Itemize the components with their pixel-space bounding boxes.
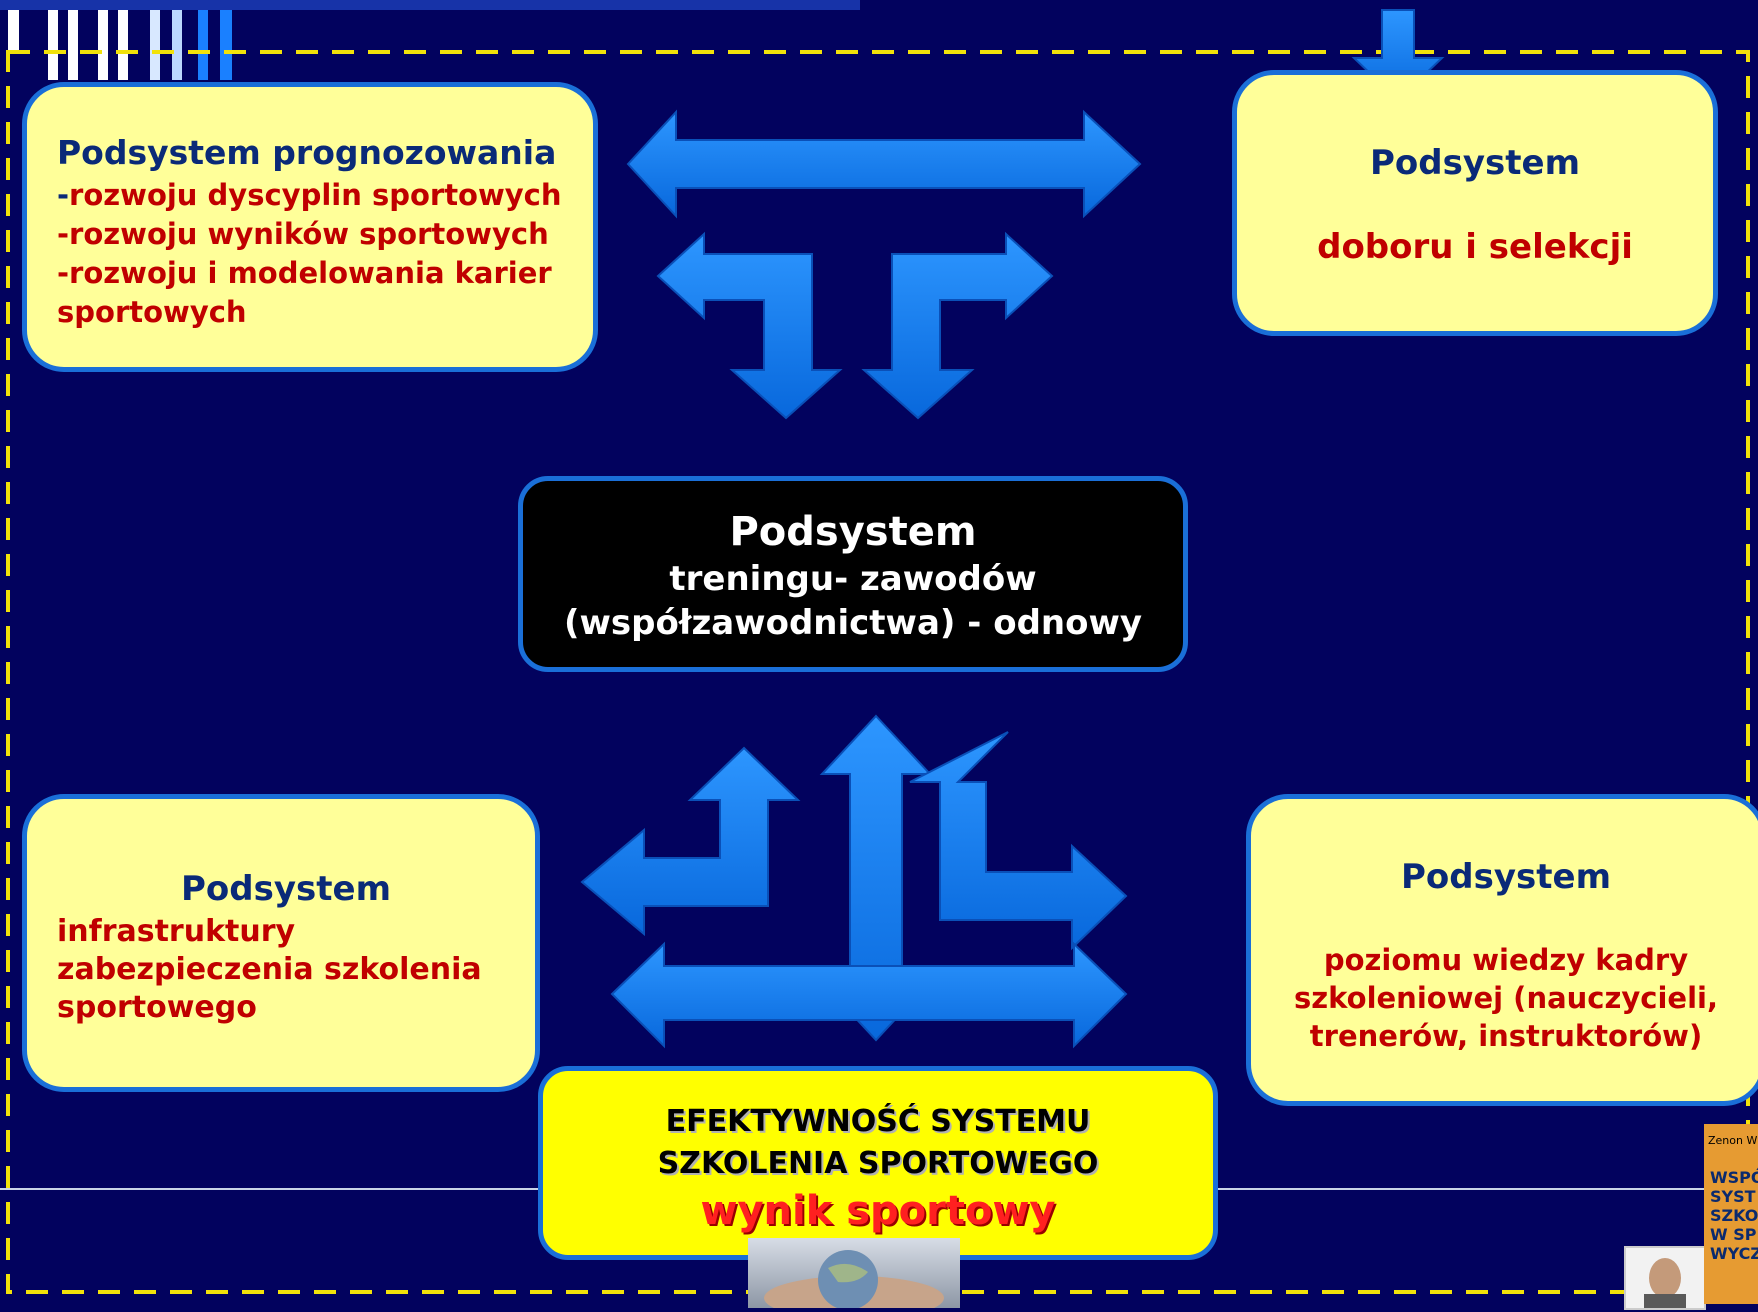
top-strip <box>0 0 860 10</box>
elbow-arrow-icon <box>861 231 1054 420</box>
infrastructure-title: Podsystem <box>181 869 391 909</box>
infrastructure-subsystem-box: Podsystem infrastruktury zabezpieczenia … <box>22 794 540 1092</box>
effectiveness-line: SZKOLENIA SPORTOWEGO <box>657 1146 1099 1181</box>
knowledge-line: szkoleniowej (nauczycieli, <box>1294 981 1718 1015</box>
selection-subsystem-box: Podsystem doboru i selekcji <box>1232 70 1718 336</box>
book-title: WSPÓ SYST SZKO W SP WYCZ <box>1710 1168 1758 1263</box>
knowledge-line: poziomu wiedzy kadry <box>1323 943 1689 977</box>
book-cover-image: Zenon W WSPÓ SYST SZKO W SP WYCZ <box>1704 1124 1758 1304</box>
elbow-arrow-icon <box>656 231 843 420</box>
elbow-arrow-icon <box>580 746 801 937</box>
training-subsystem-box: Podsystem treningu- zawodów (współzawodn… <box>518 476 1188 672</box>
result-label: wynik sportowy <box>700 1188 1056 1234</box>
selection-title: Podsystem <box>1370 143 1580 183</box>
double-arrow-icon <box>626 109 1142 219</box>
knowledge-subsystem-box: Podsystem poziomu wiedzy kadry szkolenio… <box>1246 794 1758 1106</box>
forecasting-item: -rozwoju i modelowania karier sportowych <box>57 256 552 329</box>
infrastructure-line: zabezpieczenia szkolenia <box>57 952 482 987</box>
globe-in-hands-image <box>748 1238 960 1308</box>
author-photo <box>1624 1246 1706 1310</box>
training-line: treningu- zawodów <box>669 559 1037 599</box>
forecasting-item: -rozwoju dyscyplin sportowych <box>57 178 562 212</box>
double-arrow-icon <box>610 941 1128 1049</box>
elbow-arrow-icon <box>909 731 1128 951</box>
book-author: Zenon W <box>1708 1134 1758 1147</box>
effectiveness-line: EFEKTYWNOŚĆ SYSTEMU <box>665 1104 1091 1139</box>
knowledge-line: trenerów, instruktorów) <box>1309 1019 1703 1053</box>
infrastructure-line: infrastruktury <box>57 914 296 949</box>
forecasting-subsystem-box: Podsystem prognozowania -rozwoju dyscypl… <box>22 82 598 372</box>
bidirectional-arrow-icon <box>819 714 933 1042</box>
effectiveness-box: EFEKTYWNOŚĆ SYSTEMU SZKOLENIA SPORTOWEGO… <box>538 1066 1218 1260</box>
forecasting-title: Podsystem prognozowania <box>57 133 557 172</box>
forecasting-item: -rozwoju wyników sportowych <box>57 217 549 251</box>
knowledge-title: Podsystem <box>1401 857 1611 897</box>
infrastructure-line: sportowego <box>57 990 257 1025</box>
selection-subtitle: doboru i selekcji <box>1317 227 1633 267</box>
training-title: Podsystem <box>729 509 977 555</box>
training-line: (współzawodnictwa) - odnowy <box>563 603 1143 643</box>
